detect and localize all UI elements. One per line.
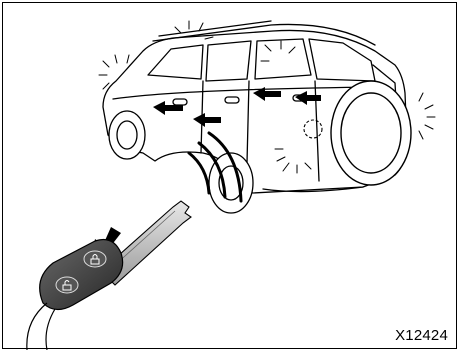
hazard-flash-icon [419, 93, 435, 139]
figure-frame: X12424 [2, 2, 457, 349]
spare-tire-icon [331, 81, 411, 185]
front-wheel-icon [109, 111, 145, 159]
remote-key-fob-icon [27, 240, 123, 351]
figure-code: X12424 [395, 327, 448, 344]
keyless-lock-illustration [3, 3, 458, 350]
